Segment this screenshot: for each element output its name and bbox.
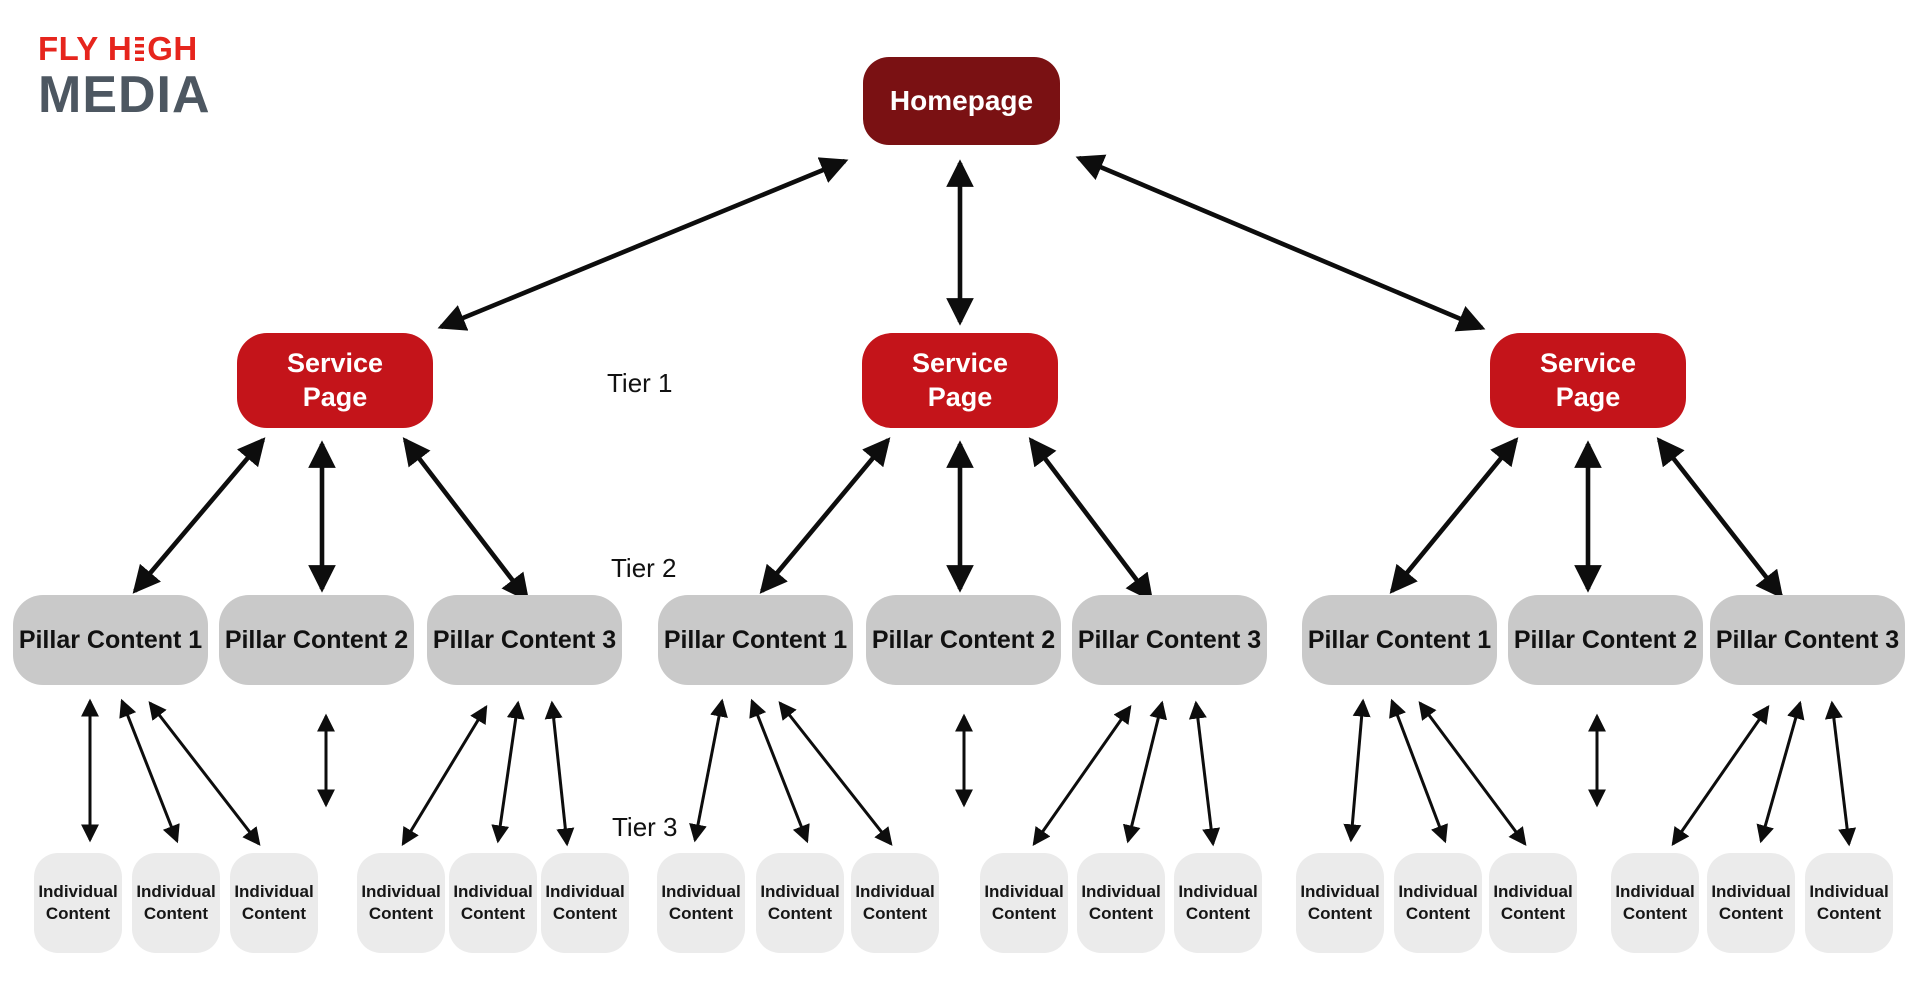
node-service-3-label: Service Page	[1539, 347, 1637, 412]
arrow-pillar1-ind2	[119, 698, 180, 844]
node-pillar-content-2-1: Pillar Content 1	[658, 595, 853, 685]
logo-stylized-i-glyph	[135, 37, 145, 61]
pillar-label: Pillar Content 3	[1715, 625, 1900, 654]
node-pillar-content-1-1: Pillar Content 1	[13, 595, 208, 685]
individual-label: Individual Content	[361, 881, 441, 923]
arrow-pillar6-ind11	[1122, 700, 1168, 844]
pillar-label: Pillar Content 1	[663, 625, 848, 654]
logo-text-part1: FLY H	[38, 30, 133, 67]
individual-label: Individual Content	[1809, 881, 1889, 923]
arrow-pillar7-ind14	[1389, 698, 1448, 844]
node-service-2-label: Service Page	[911, 347, 1009, 412]
arrow-pillar3-ind6	[544, 700, 575, 847]
pillar-label: Pillar Content 2	[871, 625, 1056, 654]
arrow-pillar4-ind8	[749, 698, 810, 844]
individual-label: Individual Content	[1081, 881, 1161, 923]
node-pillar-content-1-2: Pillar Content 2	[219, 595, 414, 685]
pillar-label: Pillar Content 1	[1307, 625, 1492, 654]
individual-label: Individual Content	[855, 881, 935, 923]
node-individual-content-15: Individual Content	[1489, 853, 1577, 953]
pillar-label: Pillar Content 2	[1513, 625, 1698, 654]
individual-label: Individual Content	[1178, 881, 1258, 923]
node-individual-content-5: Individual Content	[449, 853, 537, 953]
node-individual-content-8: Individual Content	[756, 853, 844, 953]
individual-label: Individual Content	[453, 881, 533, 923]
node-pillar-content-1-3: Pillar Content 3	[427, 595, 622, 685]
arrow-pillar4-ind7	[689, 698, 728, 843]
individual-label: Individual Content	[1300, 881, 1380, 923]
individual-label: Individual Content	[234, 881, 314, 923]
individual-label: Individual Content	[1615, 881, 1695, 923]
node-pillar-content-3-3: Pillar Content 3	[1710, 595, 1905, 685]
brand-logo: FLY H GH MEDIA	[38, 32, 211, 121]
individual-label: Individual Content	[661, 881, 741, 923]
arrow-pillar3-ind4	[401, 704, 488, 847]
node-individual-content-17: Individual Content	[1707, 853, 1795, 953]
arrow-pillar7-ind15	[1418, 701, 1527, 846]
arrow-homepage-service-3	[1075, 154, 1486, 332]
node-individual-content-16: Individual Content	[1611, 853, 1699, 953]
node-pillar-content-3-2: Pillar Content 2	[1508, 595, 1703, 685]
node-individual-content-13: Individual Content	[1296, 853, 1384, 953]
pillar-label: Pillar Content 2	[224, 625, 409, 654]
tier-3-label: Tier 3	[612, 812, 678, 842]
logo-text-media: MEDIA	[38, 66, 211, 124]
individual-label: Individual Content	[136, 881, 216, 923]
node-service-page-2: Service Page	[862, 333, 1058, 428]
node-individual-content-2: Individual Content	[132, 853, 220, 953]
arrow-pillar6-ind10	[1032, 705, 1132, 846]
tier-1-label: Tier 1	[607, 368, 673, 398]
individual-label: Individual Content	[984, 881, 1064, 923]
node-individual-content-14: Individual Content	[1394, 853, 1482, 953]
node-individual-content-1: Individual Content	[34, 853, 122, 953]
arrow-pillar9-ind18	[1824, 700, 1857, 847]
node-pillar-content-2-3: Pillar Content 3	[1072, 595, 1267, 685]
individual-label: Individual Content	[760, 881, 840, 923]
pillar-label: Pillar Content 1	[18, 625, 203, 654]
node-individual-content-9: Individual Content	[851, 853, 939, 953]
node-pillar-content-2-2: Pillar Content 2	[866, 595, 1061, 685]
node-service-1-label: Service Page	[286, 347, 384, 412]
node-individual-content-7: Individual Content	[657, 853, 745, 953]
individual-label: Individual Content	[1398, 881, 1478, 923]
arrow-pillar4-ind9	[778, 701, 893, 846]
logo-text-fly-high: FLY H GH	[38, 32, 211, 65]
tier-2-label: Tier 2	[611, 553, 677, 583]
node-homepage: Homepage	[863, 57, 1060, 145]
node-individual-content-6: Individual Content	[541, 853, 629, 953]
logo-text-part2: GH	[147, 30, 198, 67]
arrow-service2-pillar4	[759, 437, 891, 594]
pillar-label: Pillar Content 3	[1077, 625, 1262, 654]
arrow-service2-pillar6	[1028, 437, 1154, 602]
arrow-homepage-service-1	[437, 157, 849, 331]
node-homepage-label: Homepage	[889, 85, 1034, 116]
node-individual-content-12: Individual Content	[1174, 853, 1262, 953]
node-service-page-1: Service Page	[237, 333, 433, 428]
individual-label: Individual Content	[1493, 881, 1573, 923]
individual-label: Individual Content	[38, 881, 118, 923]
arrow-pillar9-ind17	[1756, 700, 1805, 844]
arrow-pillar3-ind5	[491, 700, 525, 844]
arrow-pillar9-ind16	[1671, 705, 1770, 846]
arrow-service1-pillar3	[402, 437, 530, 602]
node-individual-content-4: Individual Content	[357, 853, 445, 953]
node-individual-content-3: Individual Content	[230, 853, 318, 953]
node-individual-content-10: Individual Content	[980, 853, 1068, 953]
arrow-service1-pillar1	[132, 437, 266, 594]
node-individual-content-11: Individual Content	[1077, 853, 1165, 953]
arrow-pillar6-ind12	[1188, 700, 1221, 847]
arrow-service3-pillar9	[1656, 437, 1784, 599]
node-pillar-content-3-1: Pillar Content 1	[1302, 595, 1497, 685]
pillar-label: Pillar Content 3	[432, 625, 617, 654]
arrow-service3-pillar7	[1389, 437, 1519, 594]
node-service-page-3: Service Page	[1490, 333, 1686, 428]
arrow-pillar1-ind3	[148, 701, 261, 846]
individual-label: Individual Content	[1711, 881, 1791, 923]
arrow-pillar7-ind13	[1343, 698, 1371, 843]
individual-label: Individual Content	[545, 881, 625, 923]
node-individual-content-18: Individual Content	[1805, 853, 1893, 953]
